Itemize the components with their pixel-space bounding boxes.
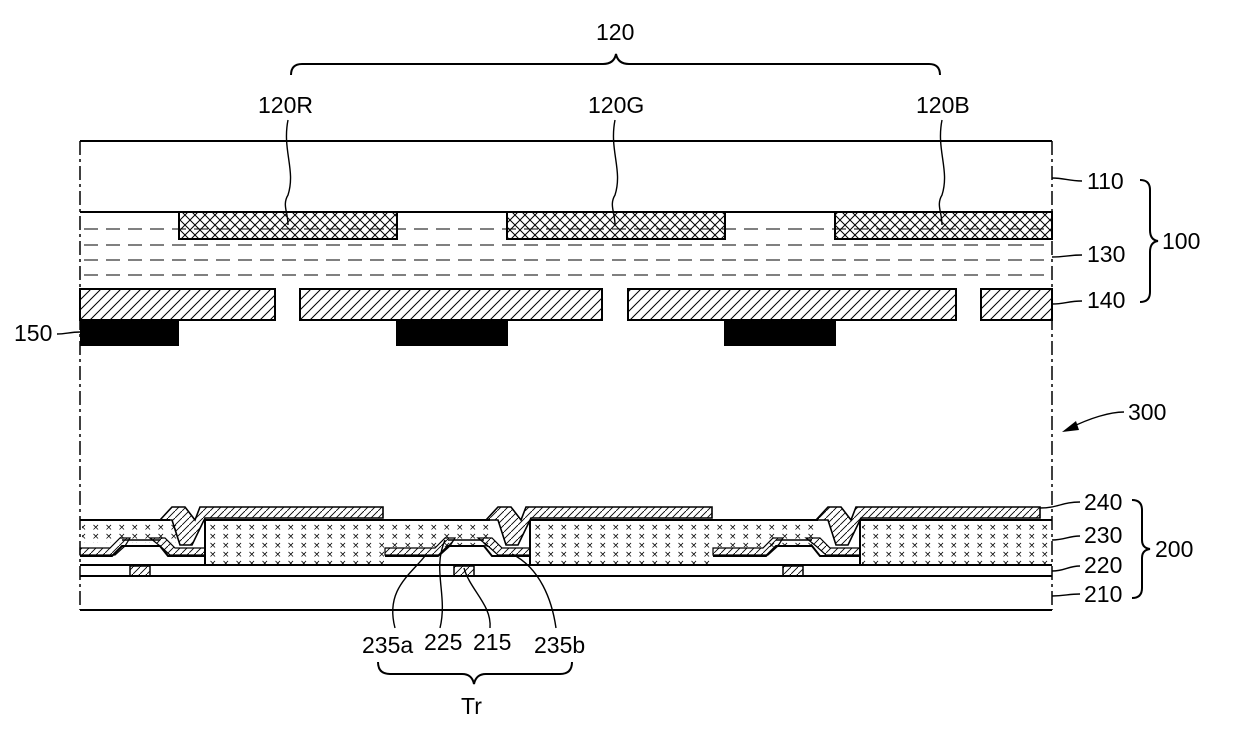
lower-substrate-210 <box>80 576 1052 610</box>
label-210: 210 <box>1084 581 1122 607</box>
label-140: 140 <box>1087 287 1125 313</box>
label-120B: 120B <box>916 92 970 118</box>
brace-100 <box>1140 180 1158 302</box>
label-300: 300 <box>1128 399 1166 425</box>
brace-120 <box>291 54 940 75</box>
label-120G: 120G <box>588 92 644 118</box>
electrode-layer-140 <box>80 289 1052 320</box>
label-240: 240 <box>1084 489 1122 515</box>
label-100: 100 <box>1162 228 1200 254</box>
color-filter-120G <box>507 212 725 239</box>
label-Tr: Tr <box>461 693 482 719</box>
brace-Tr <box>378 662 572 684</box>
label-215: 215 <box>473 629 511 655</box>
black-matrix-150 <box>80 320 836 346</box>
label-120R: 120R <box>258 92 313 118</box>
label-235b: 235b <box>534 632 585 658</box>
gate-215-right <box>783 566 803 576</box>
color-filter-120B <box>835 212 1052 239</box>
label-230: 230 <box>1084 522 1122 548</box>
label-200: 200 <box>1155 536 1193 562</box>
label-110: 110 <box>1087 168 1124 194</box>
label-235a: 235a <box>362 632 413 658</box>
gate-215-left <box>130 566 150 576</box>
label-120: 120 <box>596 19 634 45</box>
color-filter-120R <box>179 212 397 239</box>
passivation-layer-230 <box>80 520 1052 565</box>
label-220: 220 <box>1084 552 1122 578</box>
label-150: 150 <box>14 320 52 346</box>
gate-215 <box>454 566 474 576</box>
label-225: 225 <box>424 629 462 655</box>
color-filter-group-120 <box>179 212 1052 239</box>
label-130: 130 <box>1087 241 1125 267</box>
brace-200 <box>1132 500 1150 598</box>
